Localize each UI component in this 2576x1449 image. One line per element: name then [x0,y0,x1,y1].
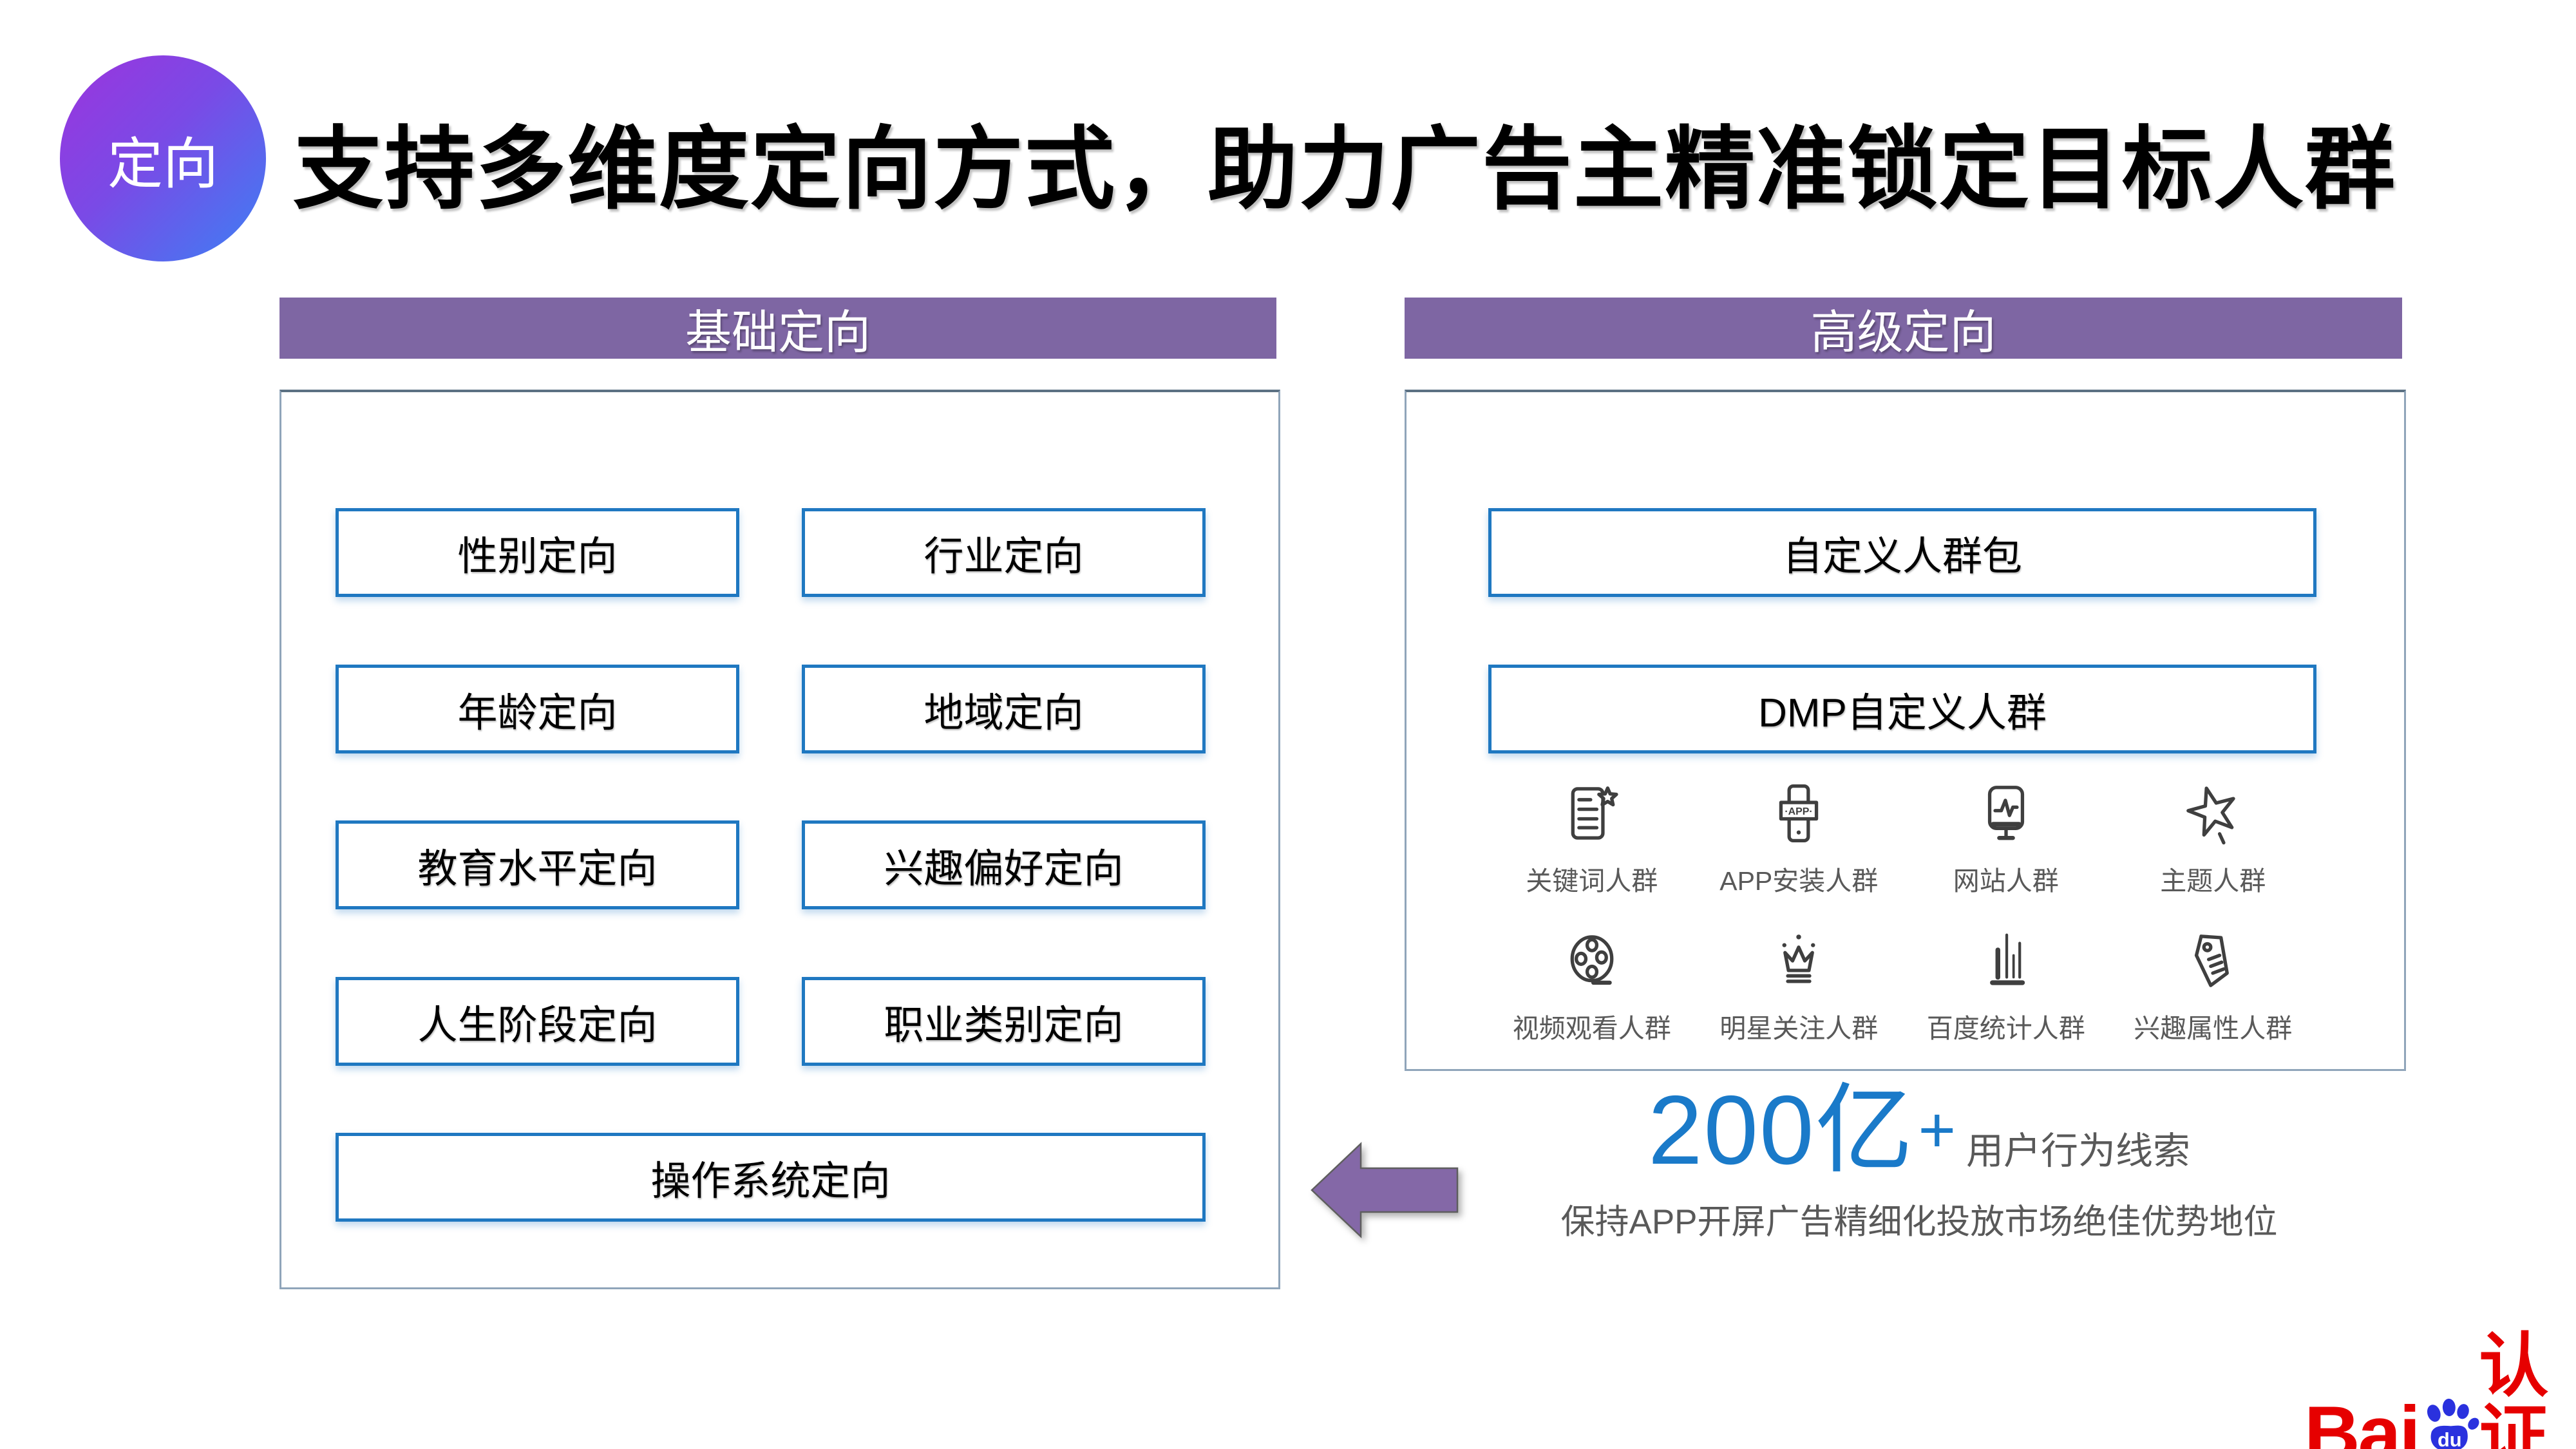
audience-label: 主题人群 [2160,866,2266,896]
left-panel-header: 基础定向 [279,298,1276,359]
right-panel-header: 高级定向 [1405,298,2402,359]
star-crown-icon [1782,934,1815,983]
keyword-document-icon [1571,786,1618,840]
baidu-bai-text: Bai [2304,1390,2421,1449]
targeting-box: 职业类别定向 [802,977,1206,1066]
arrow-left-icon [1311,1142,1459,1238]
stat-suffix: 用户行为线索 [1966,1130,2191,1172]
topic-badge-label: 定向 [108,133,218,195]
page-title: 支持多维度定向方式，助力广告主精准锁定目标人群 [293,118,2397,220]
audience-label: 视频观看人群 [1512,1014,1671,1044]
audience-item: 关键词人群 [1488,769,1696,908]
stats-bars-icon [1989,933,2025,985]
svg-text:du: du [2438,1428,2462,1449]
audience-item: 百度统计人群 [1902,917,2110,1056]
stat-description: 保持APP开屏广告精细化投放市场绝佳优势地位 [1560,1203,2278,1242]
targeting-box: 地域定向 [802,665,1206,753]
audience-label: 网站人群 [1953,866,2059,896]
baidu-paw-icon: du [2427,1399,2479,1449]
interest-tag-icon [2195,934,2230,988]
stat-plus: + [1918,1094,1956,1166]
baidu-cert-text: 认证 [2479,1327,2548,1449]
targeting-box: 性别定向 [336,508,739,597]
left-panel-body: 性别定向 行业定向 年龄定向 地域定向 教育水平定向 兴趣偏好定向 人生阶段定向… [279,390,1280,1289]
theme-star-icon [2186,786,2235,844]
right-panel-body: 自定义人群包 DMP自定义人群 关键词人群 ·APP· [1405,390,2406,1071]
audience-item: 网站人群 [1902,769,2110,908]
topic-badge: 定向 [60,55,266,261]
audience-label: APP安装人群 [1719,866,1879,896]
audience-item: ·APP· APP安装人群 [1696,769,1903,908]
app-install-icon: ·APP· [1779,784,1819,842]
video-reel-icon [1570,935,1614,985]
targeting-box: 自定义人群包 [1488,508,2316,597]
audience-item: 兴趣属性人群 [2110,917,2317,1056]
audience-label: 明星关注人群 [1719,1014,1879,1044]
targeting-box: 操作系统定向 [336,1133,1206,1222]
website-monitor-icon [1987,785,2024,840]
audience-item: 主题人群 [2110,769,2317,908]
audience-item: 视频观看人群 [1488,917,1696,1056]
targeting-box: DMP自定义人群 [1488,665,2316,753]
audience-item: 明星关注人群 [1696,917,1903,1056]
targeting-box: 行业定向 [802,508,1206,597]
targeting-box: 人生阶段定向 [336,977,739,1066]
svg-text:·APP·: ·APP· [1785,806,1813,817]
stat-number: 200亿 [1647,1075,1915,1185]
audience-grid: 关键词人群 ·APP· APP安装人群 [1488,769,2316,1056]
audience-label: 兴趣属性人群 [2134,1014,2293,1044]
stat-line: 200亿 + 用户行为线索 [1494,1075,2344,1185]
targeting-box: 兴趣偏好定向 [802,820,1206,909]
stat-block: 200亿 + 用户行为线索 保持APP开屏广告精细化投放市场绝佳优势地位 [1494,1075,2344,1244]
audience-label: 百度统计人群 [1926,1014,2085,1044]
audience-label: 关键词人群 [1526,866,1658,896]
baidu-logo: Bai du 认证 [2304,1327,2576,1449]
targeting-box: 教育水平定向 [336,820,739,909]
targeting-box: 年龄定向 [336,665,739,753]
